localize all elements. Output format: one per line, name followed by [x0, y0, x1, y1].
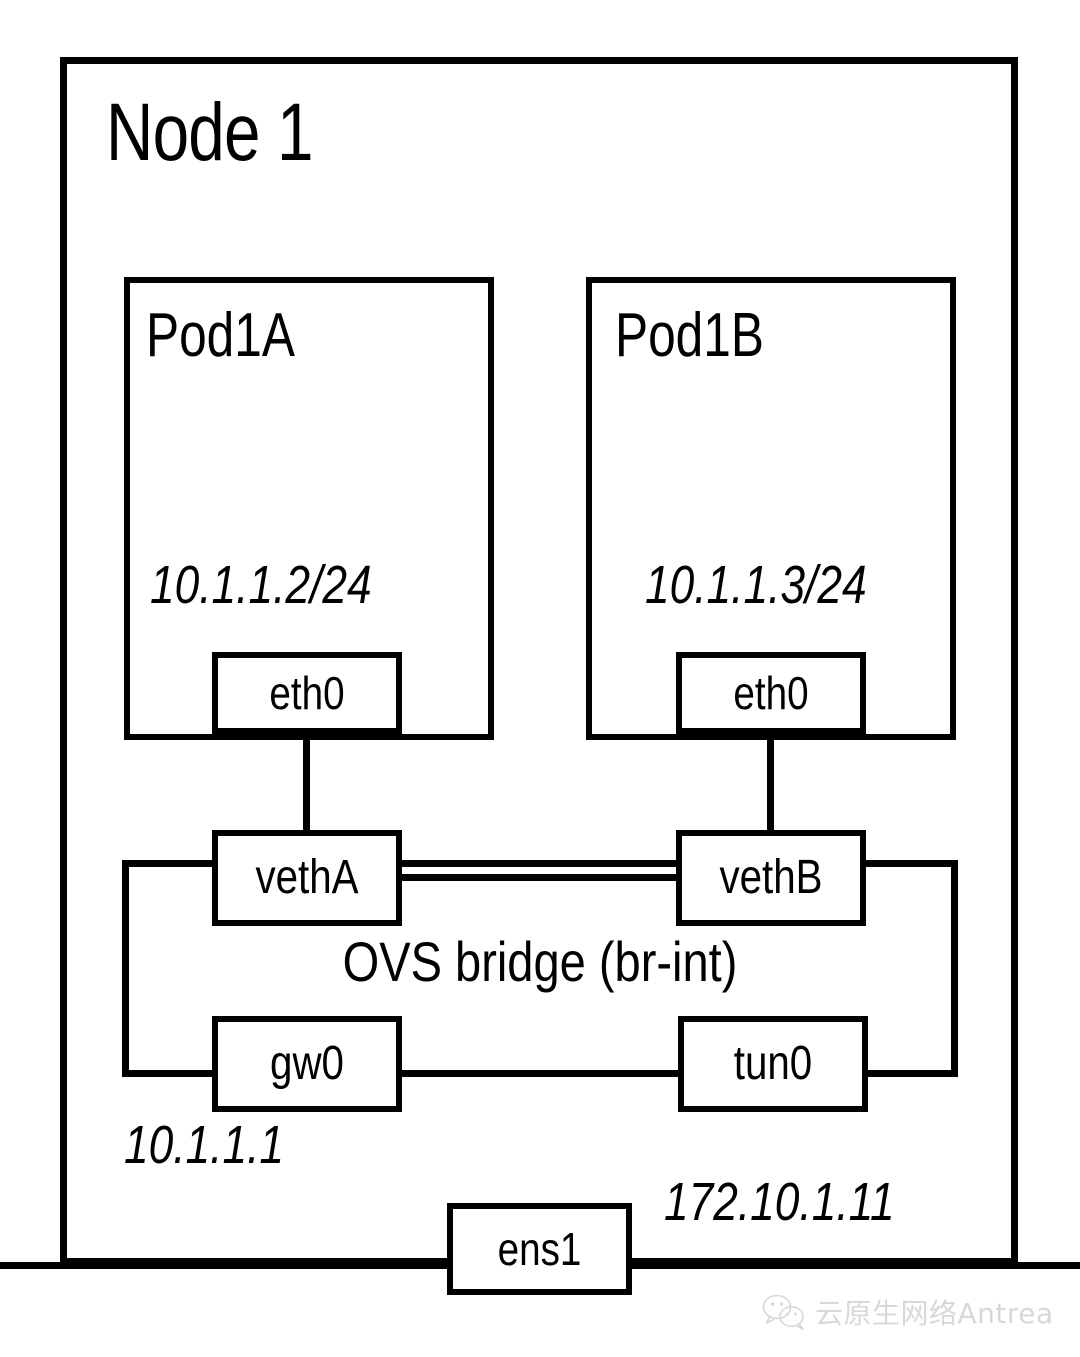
ovs-port-tun0: tun0 — [678, 1016, 868, 1112]
gateway-ip-label: 10.1.1.1 — [124, 1115, 285, 1175]
ovs-port-vetha: vethA — [212, 830, 402, 926]
node-interface-ens1: ens1 — [447, 1203, 632, 1295]
wechat-icon — [762, 1294, 804, 1330]
pod-port-label-eth0-pod1a: eth0 — [269, 667, 345, 719]
ovs-bridge-label: OVS bridge (br-int) — [342, 930, 738, 993]
ovs-port-label-vetha: vethA — [255, 851, 359, 904]
ovs-port-label-tun0: tun0 — [733, 1037, 813, 1090]
connector-vetha-to-vethb — [402, 874, 676, 881]
ovs-port-label-gw0: gw0 — [270, 1037, 344, 1090]
uplink-line-ens1 — [632, 1262, 1080, 1269]
node-bottom-border-left — [0, 1262, 447, 1269]
node-interface-ip-label: 172.10.1.11 — [664, 1172, 895, 1232]
node-title: Node 1 — [106, 87, 314, 178]
pod-ip-label-pod1b: 10.1.1.3/24 — [645, 555, 867, 615]
pod-title-pod1a: Pod1A — [146, 301, 295, 370]
ovs-port-vethb: vethB — [676, 830, 866, 926]
connector-gw0-to-tun0 — [402, 1070, 678, 1077]
pod-ip-label-pod1a: 10.1.1.2/24 — [150, 555, 372, 615]
watermark: 云原生网络Antrea — [762, 1292, 1054, 1332]
pod-title-pod1b: Pod1B — [615, 301, 764, 370]
pod-port-label-eth0-pod1b: eth0 — [733, 667, 809, 719]
node-interface-label-ens1: ens1 — [497, 1223, 582, 1275]
pod-port-eth0-pod1b: eth0 — [676, 652, 866, 734]
connector-eth0-to-vethb — [767, 733, 774, 833]
ovs-port-label-vethb: vethB — [719, 851, 823, 904]
ovs-port-gw0: gw0 — [212, 1016, 402, 1112]
pod-port-eth0-pod1a: eth0 — [212, 652, 402, 734]
watermark-text: 云原生网络Antrea — [815, 1297, 1054, 1330]
connector-eth0-to-vetha — [303, 733, 310, 833]
